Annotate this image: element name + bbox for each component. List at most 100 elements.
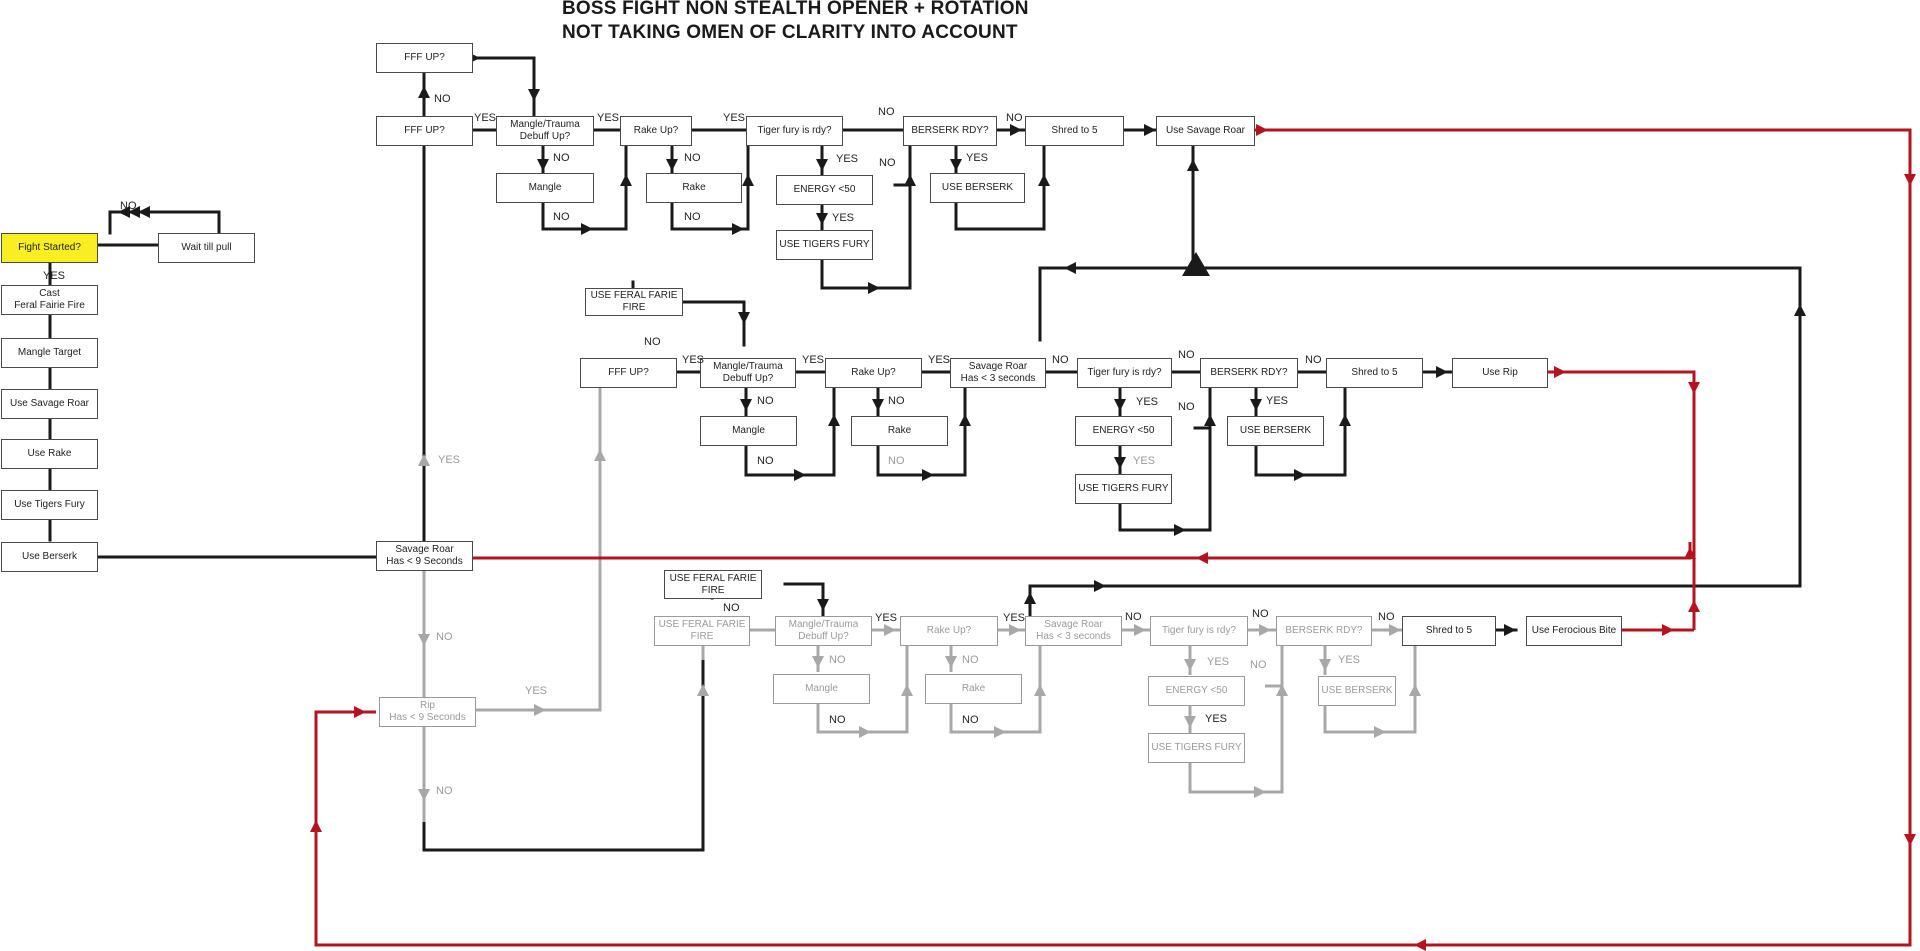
arrowhead [1904, 174, 1916, 186]
arrowhead [868, 282, 880, 294]
arrowhead [1250, 399, 1262, 411]
arrowhead [128, 206, 140, 218]
arrowhead [1436, 366, 1448, 378]
label-yes: YES [474, 112, 497, 124]
r3-mangle: Mangle [773, 674, 870, 704]
arrowhead [740, 399, 752, 411]
r1-energy-under-50: ENERGY <50 [776, 175, 873, 205]
arrowhead [1688, 382, 1700, 394]
arrowhead [1187, 159, 1199, 171]
arrowhead [1114, 457, 1126, 469]
r3-savage-roar-under-3: Savage Roar Has < 3 seconds [1025, 616, 1122, 646]
arrowhead [872, 399, 884, 411]
label-no: NO [878, 106, 895, 118]
label-no: NO [829, 654, 846, 666]
arrowhead [1904, 834, 1916, 846]
arrowhead [528, 89, 540, 101]
arrowhead [742, 174, 754, 186]
arrowhead [1339, 414, 1351, 426]
label-no: NO [553, 152, 570, 164]
label-yes: YES [438, 454, 461, 466]
r1-use-savage-roar: Use Savage Roar [1156, 116, 1255, 146]
savage-roar-under-9-decision: Savage Roar Has < 9 Seconds [376, 541, 473, 571]
r3-energy-under-50: ENERGY <50 [1148, 676, 1245, 706]
arrowheads [118, 52, 1916, 951]
label-no: NO [757, 395, 774, 407]
label-yes: YES [1207, 656, 1230, 668]
label-yes: YES [43, 270, 66, 282]
arrowhead [1144, 124, 1156, 136]
r2-use-feral-farie-fire: USE FERAL FARIE FIRE [585, 288, 683, 316]
arrowhead [794, 469, 806, 481]
arrowhead [1409, 684, 1421, 696]
label-no: NO [888, 395, 905, 407]
label-no: NO [757, 455, 774, 467]
arrowhead [594, 449, 606, 461]
r2-berserk-ready: BERSERK RDY? [1200, 358, 1298, 388]
r1-fff-up-top: FFF UP? [376, 43, 473, 73]
arrowhead [817, 599, 829, 611]
r1-use-berserk: USE BERSERK [930, 173, 1025, 203]
label-no: NO [553, 211, 570, 223]
arrowhead [666, 159, 678, 171]
label-no: NO [1178, 349, 1195, 361]
arrowhead [901, 684, 913, 696]
dark-connectors [48, 56, 1802, 852]
r1-rake-up: Rake Up? [620, 116, 692, 146]
label-no: NO [1178, 401, 1195, 413]
label-yes: YES [875, 612, 898, 624]
r1-shred-to-5: Shred to 5 [1025, 116, 1124, 146]
label-yes: YES [1133, 455, 1156, 467]
label-yes: YES [836, 153, 859, 165]
arrowhead [1009, 624, 1021, 636]
arrowhead [828, 414, 840, 426]
label-yes: YES [1136, 396, 1159, 408]
arrowhead [1204, 414, 1216, 426]
r3-use-tigers-fury: USE TIGERS FURY [1148, 733, 1245, 763]
r3-tiger-fury-ready: Tiger fury is rdy? [1150, 616, 1248, 646]
arrowhead [816, 213, 828, 225]
r2-use-rip: Use Rip [1452, 358, 1548, 388]
label-no: NO [436, 785, 453, 797]
label-no: NO [829, 714, 846, 726]
arrowhead [1794, 304, 1806, 316]
r2-savage-roar-under-3: Savage Roar Has < 3 seconds [950, 358, 1046, 388]
arrowhead [945, 656, 957, 668]
arrowhead [950, 159, 962, 171]
arrowhead [697, 684, 709, 696]
arrowhead [1414, 939, 1426, 951]
r1-fff-up: FFF UP? [376, 116, 473, 146]
use-berserk-step: Use Berserk [1, 542, 98, 572]
label-yes: YES [525, 685, 548, 697]
r3-mangle-up: Mangle/Trauma Debuff Up? [775, 616, 872, 646]
arrowhead [884, 624, 896, 636]
label-yes: YES [1338, 654, 1361, 666]
r1-mangle-up: Mangle/Trauma Debuff Up? [496, 116, 594, 146]
r2-mangle-up: Mangle/Trauma Debuff Up? [700, 358, 796, 388]
arrowhead [1024, 592, 1036, 604]
label-no: NO [1052, 354, 1069, 366]
label-no: NO [1378, 611, 1395, 623]
label-no: NO [684, 211, 701, 223]
r3-rake: Rake [925, 674, 1022, 704]
label-no: NO [962, 714, 979, 726]
r3-berserk-ready: BERSERK RDY? [1276, 616, 1372, 646]
arrowhead [418, 454, 430, 466]
label-yes: YES [966, 152, 989, 164]
diagram-title-line-2: NOT TAKING OMEN OF CLARITY INTO ACCOUNT [562, 22, 1018, 43]
label-yes: YES [597, 112, 620, 124]
r2-fff-up: FFF UP? [580, 358, 677, 388]
r2-energy-under-50: ENERGY <50 [1075, 416, 1172, 446]
r1-mangle: Mangle [496, 173, 594, 203]
use-tigers-fury-step: Use Tigers Fury [1, 490, 98, 520]
label-no: NO [436, 631, 453, 643]
r3-use-feral-farie-fire: USE FERAL FARIE FIRE [654, 616, 750, 646]
label-no: NO [1125, 611, 1142, 623]
arrowhead [1259, 624, 1271, 636]
r2-use-tigers-fury: USE TIGERS FURY [1075, 474, 1172, 504]
arrowhead [1254, 786, 1266, 798]
wait-till-pull-step: Wait till pull [158, 233, 255, 263]
faded-connectors [422, 383, 1417, 822]
label-no: NO [879, 157, 896, 169]
label-no: NO [434, 93, 451, 105]
